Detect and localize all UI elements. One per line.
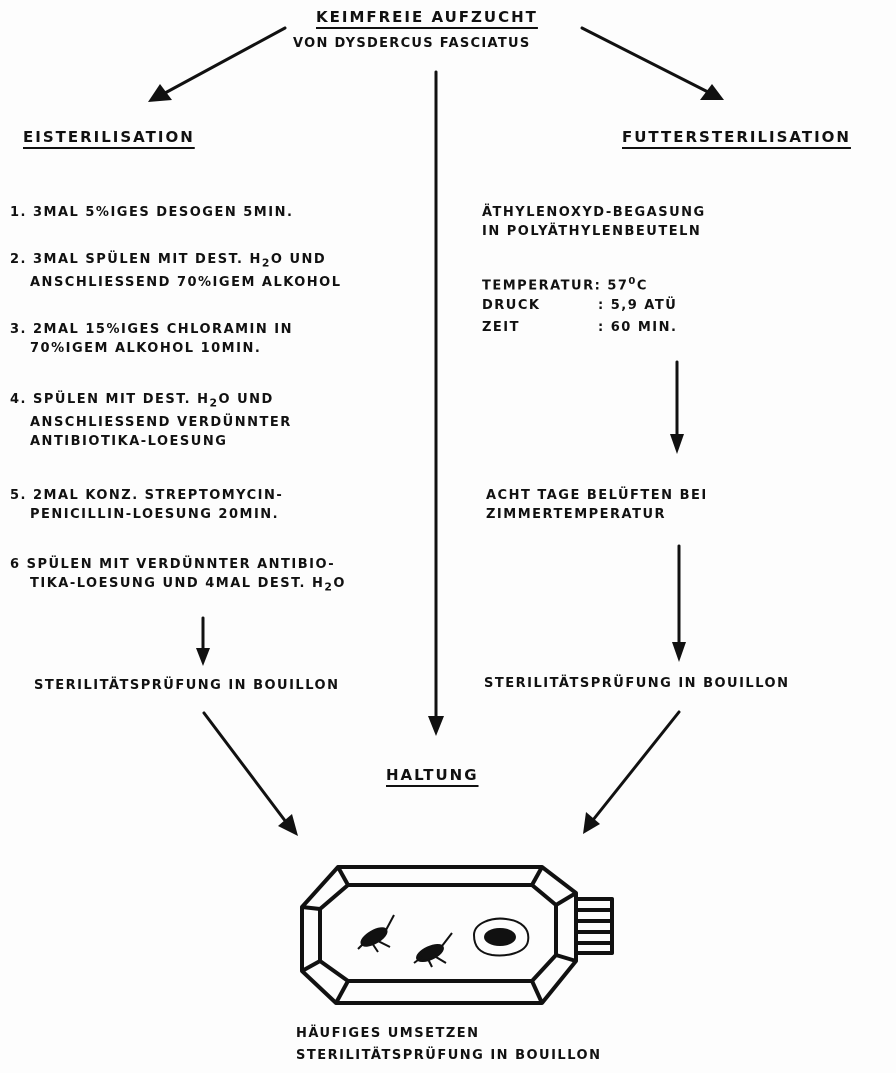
step-text: TIKA-LOESUNG UND 4MAL DEST. H [30,576,325,591]
step-text: ANTIBIOTIKA-LOESUNG [30,433,228,449]
step-text: SPÜLEN MIT VERDÜNNTER ANTIBIO- [26,557,336,572]
step-number: 2. [10,252,27,267]
step-text-tail: O [333,576,346,591]
arrow-params-to-airing [670,360,684,454]
subscript: 2 [261,256,271,270]
param-label: TEMPERATUR [482,278,595,294]
subscript: 2 [209,396,219,410]
footer-line-1: HÄUFIGES UMSETZEN [296,1026,480,1041]
right-heading: FUTTERSTERILISATION [622,128,851,146]
left-heading: EISTERILISATION [23,128,195,146]
arrow-right-check-to-flask [583,710,681,834]
step-text-tail: O UND [218,392,274,407]
left-step-6: 6 SPÜLEN MIT VERDÜNNTER ANTIBIO- TIKA-LO… [10,555,346,597]
right-param-zeit: ZEIT [482,318,520,337]
diagram-subtitle: VON DYSDERCUS FASCIATUS [293,36,531,51]
step-number: 1. [10,205,27,220]
step-text: ANSCHLIESSEND 70%IGEM ALKOHOL [30,274,342,290]
left-step-5: 5. 2MAL KONZ. STREPTOMYCIN- PENICILLIN-L… [10,486,283,524]
step-text: 2MAL KONZ. STREPTOMYCIN- [33,488,284,503]
left-step-1: 1. 3MAL 5%IGES DESOGEN 5MIN. [10,203,293,222]
param-sep: : [594,278,602,294]
arrow-left-check-to-flask [202,711,298,836]
method-line: ÄTHYLENOXYD-BEGASUNG [482,205,706,220]
param-value: 57 [607,278,629,294]
right-sterility-check: STERILITÄTSPRÜFUNG IN BOUILLON [484,676,790,691]
arrow-title-to-haltung [428,70,444,736]
param-sep: : [598,298,605,313]
arrow-title-to-right [580,26,724,100]
right-param-druck: DRUCK [482,296,540,315]
method-line: IN POLYÄTHYLENBEUTELN [482,224,702,239]
step-number: 4. [10,392,27,407]
airing-line: ACHT TAGE BELÜFTEN BEI [486,488,708,503]
right-param-zeit-value: : 60 MIN. [598,318,677,337]
step-number: 3. [10,322,27,337]
param-sep: : [598,320,605,335]
right-params: TEMPERATUR: 570C [482,272,648,295]
airing-line: ZIMMERTEMPERATUR [486,507,667,522]
step-text: PENICILLIN-LOESUNG 20MIN. [30,507,280,522]
param-unit: C [636,278,648,294]
left-step-3: 3. 2MAL 15%IGES CHLORAMIN IN 70%IGEM ALK… [10,320,293,358]
footer-line-2: STERILITÄTSPRÜFUNG IN BOUILLON [296,1048,602,1063]
param-label: DRUCK [482,298,541,313]
step-text: ANSCHLIESSEND VERDÜNNTER [30,414,292,430]
left-step-4: 4. SPÜLEN MIT DEST. H2O UND ANSCHLIESSEN… [10,390,292,451]
param-value: 5,9 ATÜ [610,298,678,313]
bug-icon [413,932,453,968]
param-value: 60 MIN. [610,320,678,335]
step-number: 6 [10,557,21,572]
right-method: ÄTHYLENOXYD-BEGASUNG IN POLYÄTHYLENBEUTE… [482,203,706,241]
left-step-2: 2. 3MAL SPÜLEN MIT DEST. H2O UND ANSCHLI… [10,250,342,292]
superscript: 0 [628,276,637,287]
bug-icon [357,914,395,953]
arrow-title-to-left [148,26,287,102]
right-param-druck-value: : 5,9 ATÜ [598,296,677,315]
step-text: 3MAL 5%IGES DESOGEN 5MIN. [33,205,294,220]
culture-flask-icon [300,865,614,1005]
food-pellet-icon [472,917,530,957]
arrow-step6-to-check [196,616,210,666]
diagram-title: KEIMFREIE AUFZUCHT [316,8,538,26]
step-text: 2MAL 15%IGES CHLORAMIN IN [33,322,294,337]
step-text: SPÜLEN MIT DEST. H [33,392,210,407]
step-number: 5. [10,488,27,503]
param-label: ZEIT [482,320,521,335]
arrow-airing-to-check [672,544,686,662]
step-text: 3MAL SPÜLEN MIT DEST. H [33,252,262,267]
step-text-tail: O UND [270,252,327,267]
subscript: 2 [324,580,334,594]
step-text: 70%IGEM ALKOHOL 10MIN. [30,341,262,356]
right-airing: ACHT TAGE BELÜFTEN BEI ZIMMERTEMPERATUR [486,486,708,524]
left-sterility-check: STERILITÄTSPRÜFUNG IN BOUILLON [34,678,340,693]
haltung-heading: HALTUNG [386,766,479,784]
